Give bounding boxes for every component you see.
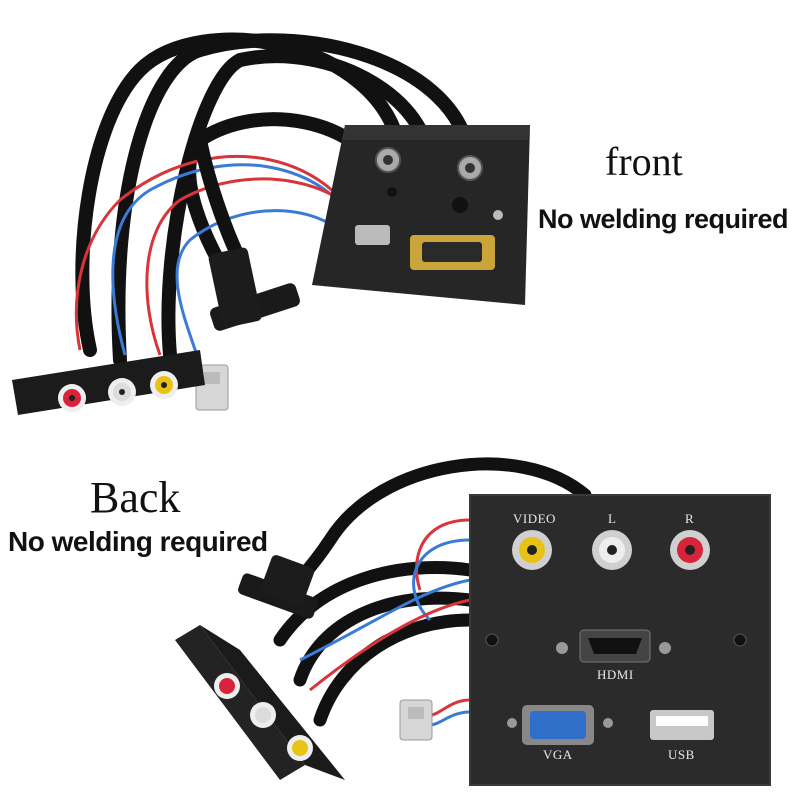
back-hdmi-bracket <box>238 555 318 619</box>
back-subtitle: No welding required <box>8 526 268 557</box>
back-plate <box>469 494 771 786</box>
usb-label: USB <box>668 747 695 762</box>
back-rca-strip <box>175 625 345 780</box>
front-view <box>12 32 530 415</box>
hdmi-label: HDMI <box>597 667 634 682</box>
back-colored-wires <box>299 518 471 727</box>
back-title: Back <box>90 473 181 522</box>
back-view <box>175 457 771 786</box>
front-hdmi-bracket <box>208 247 300 331</box>
left-audio-label: L <box>608 511 617 526</box>
front-plate <box>312 125 530 305</box>
front-title: front <box>605 139 683 184</box>
front-subtitle: No welding required <box>538 204 789 234</box>
video-label: VIDEO <box>513 511 556 526</box>
right-audio-label: R <box>685 511 695 526</box>
front-rca-strip <box>12 350 205 415</box>
vga-label: VGA <box>543 747 573 762</box>
back-usb-connector <box>399 699 433 741</box>
